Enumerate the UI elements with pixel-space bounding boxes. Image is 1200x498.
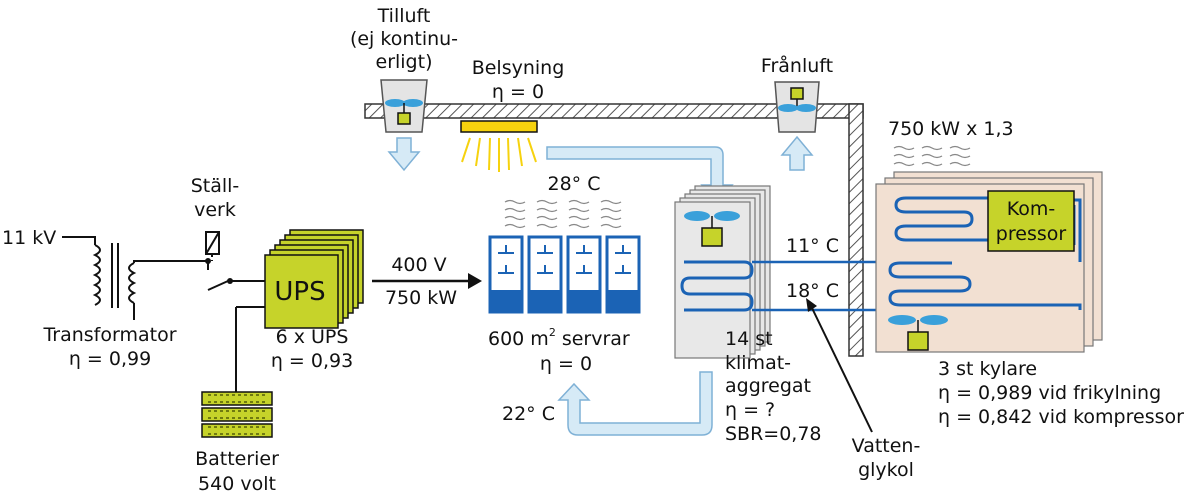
switchgear-label-line1: Ställ- bbox=[191, 175, 240, 197]
crac-units bbox=[674, 185, 771, 359]
lighting-fixture bbox=[460, 120, 538, 172]
transformer-efficiency: η = 0,99 bbox=[69, 348, 151, 370]
chiller-count-label: 3 st kylare bbox=[938, 358, 1037, 380]
water-cold-temp: 11° C bbox=[786, 235, 839, 257]
cold-air-duct bbox=[557, 371, 713, 436]
glycol-label-line2: glykol bbox=[858, 459, 914, 481]
ups-efficiency: η = 0,93 bbox=[271, 350, 353, 372]
exhaust-fan-unit bbox=[774, 81, 820, 171]
output-voltage-label: 400 V bbox=[391, 254, 446, 276]
battery-voltage: 540 volt bbox=[198, 473, 276, 495]
ups-box-label: UPS bbox=[274, 277, 325, 307]
crac-efficiency: η = ? bbox=[725, 399, 775, 421]
output-power-label: 750 kW bbox=[385, 287, 457, 309]
chiller-load-label: 750 kW x 1,3 bbox=[888, 118, 1014, 140]
crac-label-line2: klimat- bbox=[725, 352, 791, 374]
chiller-efficiency-compressor: η = 0,842 vid kompressor bbox=[938, 406, 1184, 428]
compressor-label-line1: Kom- bbox=[1007, 198, 1056, 220]
cold-air-temp: 22° C bbox=[502, 403, 555, 425]
chiller-efficiency-free: η = 0,989 vid frikylning bbox=[938, 382, 1161, 404]
lighting-label: Belsyning bbox=[472, 57, 565, 79]
battery-label: Batterier bbox=[195, 448, 279, 470]
server-racks bbox=[488, 235, 641, 314]
heat-waves bbox=[504, 199, 622, 229]
intake-label-line3: erligt) bbox=[376, 51, 433, 73]
transformer-label: Transformator bbox=[42, 324, 176, 346]
ups-count-label: 6 x UPS bbox=[276, 326, 349, 348]
intake-fan-unit bbox=[380, 79, 428, 172]
chiller-units bbox=[875, 171, 1103, 353]
intake-label-line1: Tilluft bbox=[377, 5, 431, 27]
chiller-heat-waves bbox=[893, 145, 971, 167]
exhaust-label: Frånluft bbox=[761, 54, 833, 77]
building-wall bbox=[364, 103, 864, 357]
battery-bank bbox=[201, 391, 273, 438]
glycol-label-line1: Vatten- bbox=[852, 435, 921, 457]
crac-label-line3: aggregat bbox=[725, 375, 811, 397]
transformer-symbol bbox=[62, 236, 208, 320]
switchgear-label-line2: verk bbox=[194, 199, 236, 221]
power-arrow bbox=[372, 273, 482, 289]
glycol-pointer bbox=[806, 298, 873, 433]
switchgear-symbol bbox=[205, 231, 265, 291]
supply-voltage-label: 11 kV bbox=[2, 227, 56, 249]
servers-efficiency: η = 0 bbox=[540, 353, 592, 375]
intake-label-line2: (ej kontinu- bbox=[350, 28, 458, 50]
hot-air-temp: 28° C bbox=[548, 173, 601, 195]
crac-label-line1: 14 st bbox=[725, 328, 773, 350]
ups-stack bbox=[264, 229, 364, 329]
lighting-efficiency: η = 0 bbox=[492, 81, 544, 103]
compressor-label-line2: pressor bbox=[996, 223, 1067, 245]
water-warm-temp: 18° C bbox=[786, 280, 839, 302]
crac-sbr: SBR=0,78 bbox=[725, 423, 822, 445]
